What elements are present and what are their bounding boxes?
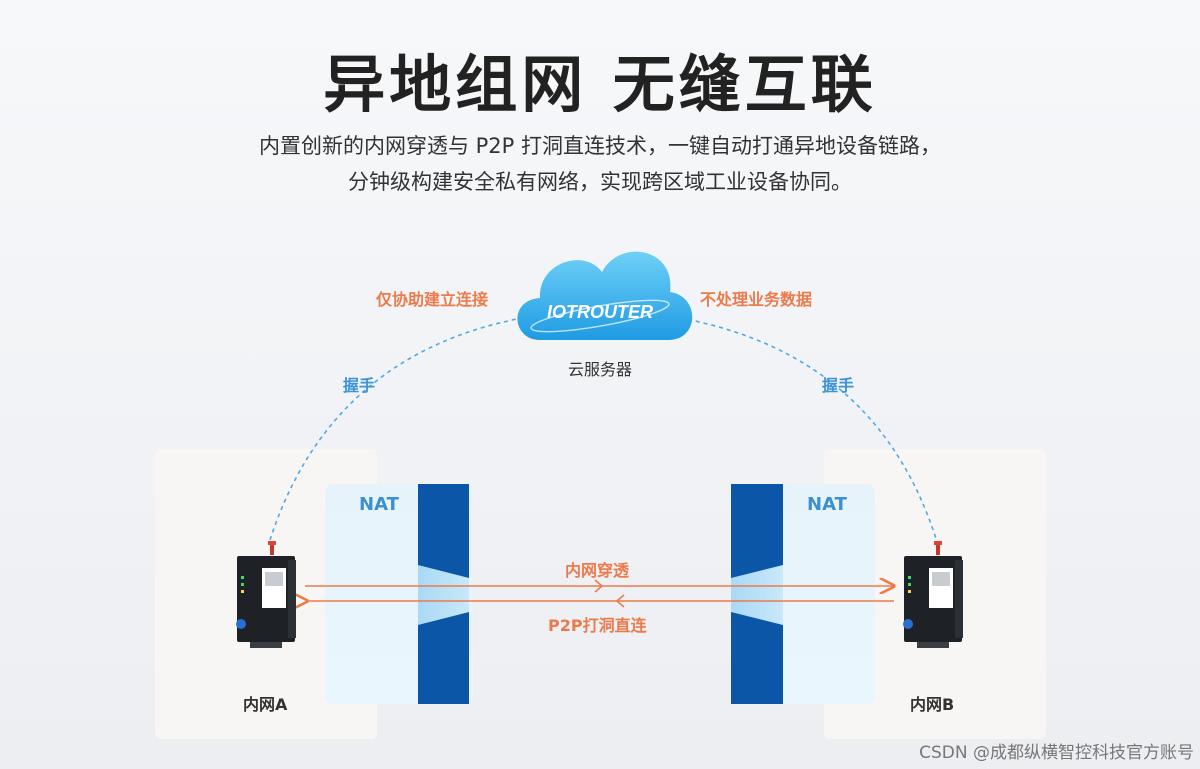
cloud-server-icon — [517, 251, 693, 340]
link-label-p2p: P2P打洞直连 — [548, 616, 647, 635]
page-title: 异地组网 无缝互联 — [323, 48, 877, 121]
link-midpoint-forward — [594, 579, 604, 593]
handshake-arc-right — [679, 317, 939, 546]
router-device-a-icon — [236, 541, 296, 648]
watermark-text: CSDN @成都纵横智控科技官方账号 — [919, 743, 1194, 763]
cloud-server-caption: 云服务器 — [567, 360, 632, 379]
router-device-b-icon — [903, 541, 963, 648]
handshake-label-left: 握手 — [343, 376, 376, 395]
page-subtitle: 内置创新的内网穿透与 P2P 打洞直连技术，一键自动打通异地设备链路， 分钟级构… — [0, 128, 1200, 200]
subtitle-line-1: 内置创新的内网穿透与 P2P 打洞直连技术，一键自动打通异地设备链路， — [258, 134, 942, 158]
cloud-brand-text: IOTROUTER — [547, 302, 653, 322]
nat-a-label: NAT — [359, 494, 399, 515]
nat-b-label: NAT — [807, 494, 847, 515]
link-label-tunnel: 内网穿透 — [565, 561, 630, 580]
nat-a-wall — [418, 484, 469, 704]
nat-b-wall — [731, 484, 783, 704]
handshake-arc-left — [269, 317, 523, 541]
cloud-right-note: 不处理业务数据 — [700, 290, 813, 309]
handshake-label-right: 握手 — [822, 376, 855, 395]
network-a-label: 内网A — [243, 695, 288, 714]
network-b-label: 内网B — [910, 695, 955, 714]
cloud-left-note: 仅协助建立连接 — [376, 290, 489, 309]
link-midpoint-back — [615, 594, 625, 608]
subtitle-line-2: 分钟级构建安全私有网络，实现跨区域工业设备协同。 — [348, 170, 852, 194]
